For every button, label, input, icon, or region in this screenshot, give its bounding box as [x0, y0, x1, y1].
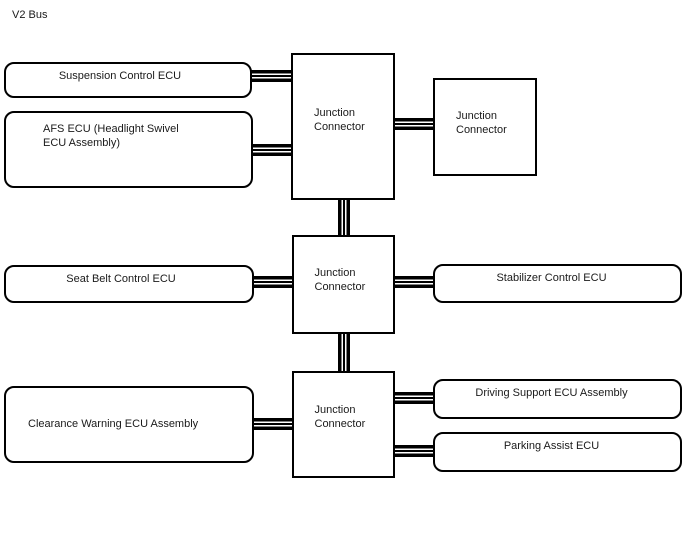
bus-line-suspension-to-junction1 [249, 70, 294, 82]
junction-connector-box-2: Junction Connector [433, 78, 537, 176]
ecu-label: Parking Assist ECU [503, 440, 600, 452]
ecu-box-driving-support: Driving Support ECU Assembly [433, 379, 682, 419]
bus-line-junction3-to-junction4 [338, 331, 350, 373]
ecu-label: Suspension Control ECU [58, 70, 182, 82]
ecu-label: Stabilizer Control ECU [496, 272, 607, 284]
junction-label: Junction Connector [314, 266, 366, 293]
ecu-label: Driving Support ECU Assembly [475, 387, 628, 399]
junction-label: Junction Connector [456, 110, 507, 136]
bus-line-junction4-to-parking-assist [392, 445, 436, 457]
bus-line-seatbelt-to-junction3 [251, 276, 295, 288]
ecu-label: Seat Belt Control ECU [66, 273, 176, 285]
junction-label: Junction Connector [314, 403, 366, 430]
bus-line-junction3-to-stabilizer [392, 276, 436, 288]
ecu-box-clearance-warning: Clearance Warning ECU Assembly [4, 386, 254, 463]
ecu-box-afs: AFS ECU (Headlight Swivel ECU Assembly) [4, 111, 253, 188]
bus-line-afs-to-junction1 [249, 144, 294, 156]
junction-connector-box-1: Junction Connector [291, 53, 395, 200]
bus-line-junction1-to-junction3 [338, 197, 350, 237]
diagram-title: V2 Bus [12, 9, 48, 21]
junction-connector-box-4: Junction Connector [292, 371, 395, 478]
ecu-box-suspension-control: Suspension Control ECU [4, 62, 252, 98]
ecu-box-seat-belt-control: Seat Belt Control ECU [4, 265, 254, 303]
bus-line-junction1-to-junction2 [392, 118, 436, 130]
ecu-label: AFS ECU (Headlight Swivel ECU Assembly) [43, 123, 179, 149]
ecu-label: Clearance Warning ECU Assembly [28, 418, 199, 430]
junction-label: Junction Connector [314, 107, 365, 133]
ecu-box-stabilizer-control: Stabilizer Control ECU [433, 264, 682, 303]
junction-connector-box-3: Junction Connector [292, 235, 395, 334]
bus-line-clearance-to-junction4 [251, 418, 295, 430]
ecu-box-parking-assist: Parking Assist ECU [433, 432, 682, 472]
bus-line-junction4-to-driving-support [392, 392, 436, 404]
